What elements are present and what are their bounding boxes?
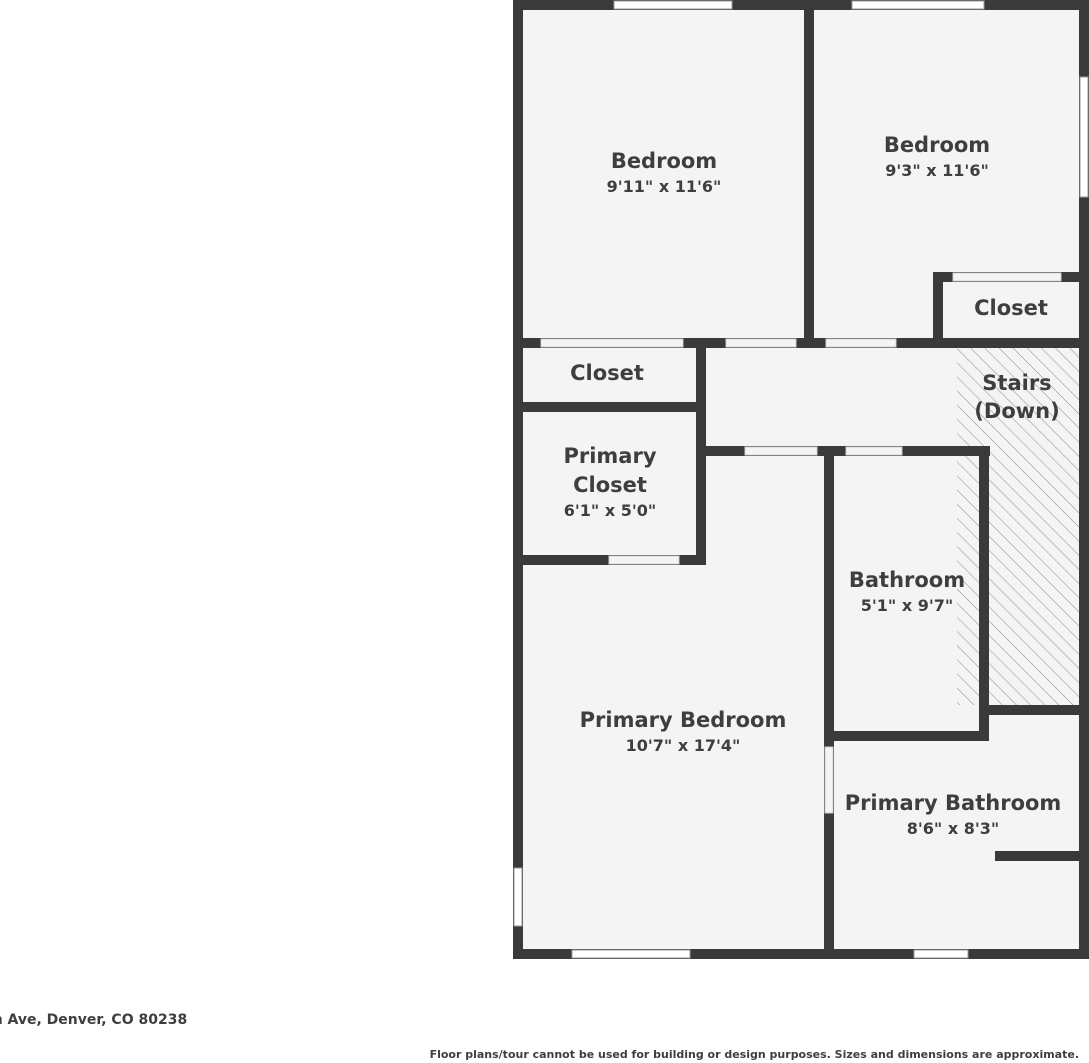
door-openings — [540, 272, 1062, 814]
primary-bedroom-dims: 10'7" x 17'4" — [626, 736, 741, 755]
stairs-label: Stairs — [982, 371, 1051, 395]
window — [1079, 76, 1089, 198]
bedroom-b-label: Bedroom — [884, 133, 990, 157]
window — [571, 949, 691, 959]
window — [851, 0, 985, 10]
primary-closet-label-line2: Closet — [573, 473, 647, 497]
primary-bedroom-label: Primary Bedroom — [580, 708, 787, 732]
closet-left-label: Closet — [570, 361, 644, 385]
primary-bathroom-label: Primary Bathroom — [845, 791, 1062, 815]
closet-right-label: Closet — [974, 296, 1048, 320]
bedroom-a-dims: 9'11" x 11'6" — [607, 177, 722, 196]
property-address: th Ave, Denver, CO 80238 — [0, 1012, 188, 1028]
bedroom-a-label: Bedroom — [611, 149, 717, 173]
window — [513, 867, 523, 927]
stairs-label-direction: (Down) — [974, 399, 1059, 423]
bathroom-label: Bathroom — [849, 568, 965, 592]
stairs-hatch — [957, 347, 1079, 705]
bathroom-dims: 5'1" x 9'7" — [861, 596, 953, 615]
primary-bathroom-dims: 8'6" x 8'3" — [907, 819, 999, 838]
bedroom-b-dims: 9'3" x 11'6" — [885, 161, 989, 180]
primary-closet-label-line1: Primary — [563, 444, 656, 468]
wall-openings — [513, 0, 1089, 959]
window — [913, 949, 969, 959]
window — [613, 0, 733, 10]
disclaimer-text: Floor plans/tour cannot be used for buil… — [429, 1048, 1079, 1061]
primary-closet-dims: 6'1" x 5'0" — [564, 501, 656, 520]
